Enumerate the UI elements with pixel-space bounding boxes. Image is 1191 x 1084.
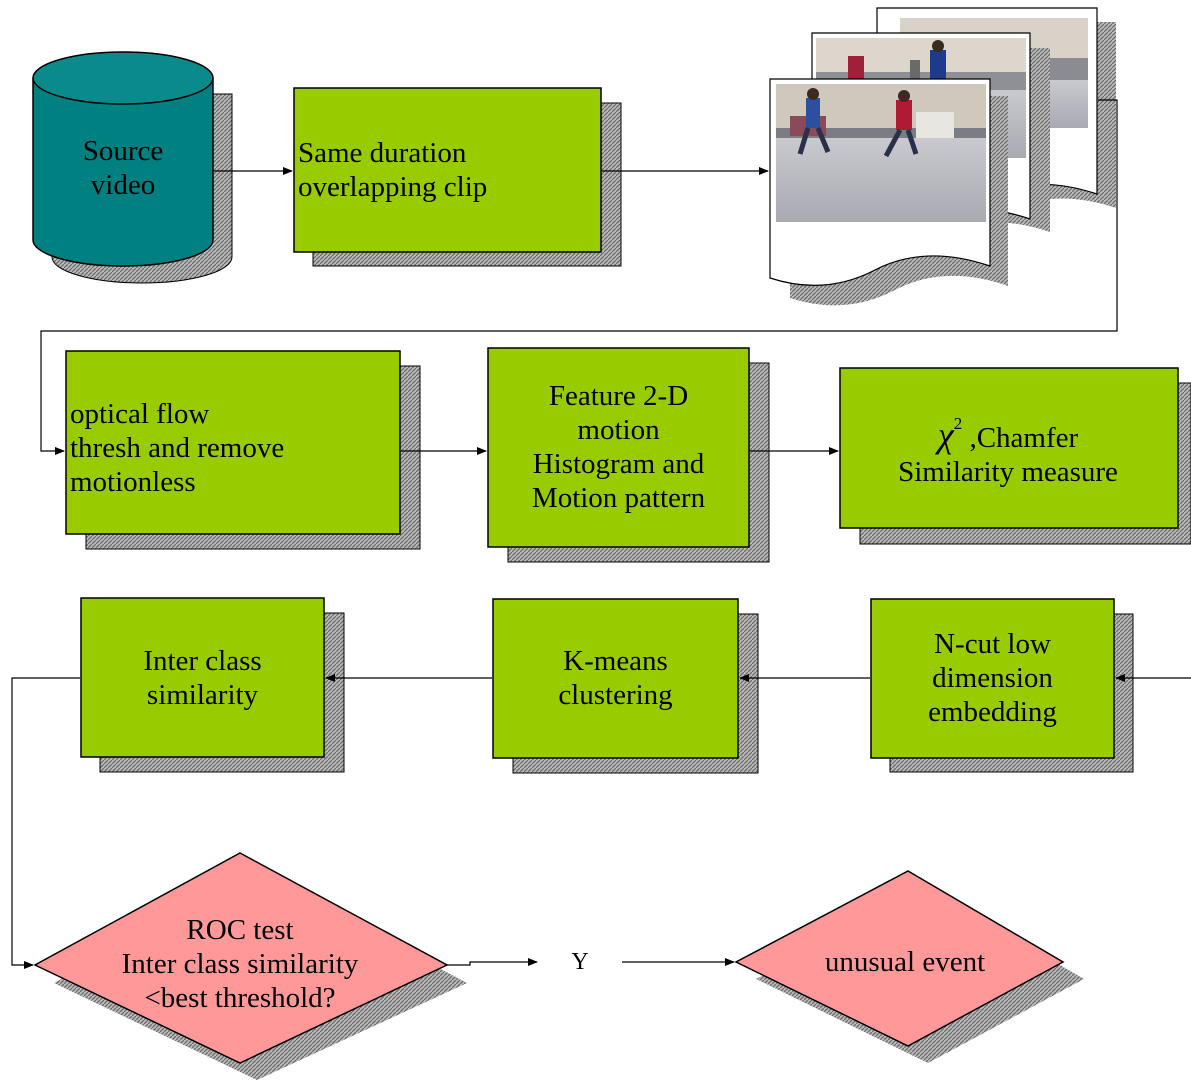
similarity-measure-box-shape (839, 367, 1191, 545)
connector-frames-to-row2 (40, 99, 1118, 455)
clip-box-shape (293, 87, 622, 267)
arrow-roc-to-y (447, 958, 538, 966)
optical-flow-box-shape (65, 350, 421, 550)
feature-box-shape (487, 347, 770, 563)
ncut-box-shape (870, 598, 1134, 773)
source-video-cylinder (32, 51, 233, 284)
video-frames-stack (769, 7, 1116, 306)
connector-interclass-to-roc (11, 677, 80, 969)
kmeans-box-shape (492, 598, 759, 774)
inter-class-box-shape (80, 597, 345, 773)
unusual-event-diamond-shape (734, 870, 1084, 1063)
roc-test-diamond-shape (33, 852, 467, 1080)
connectors (11, 99, 1191, 969)
